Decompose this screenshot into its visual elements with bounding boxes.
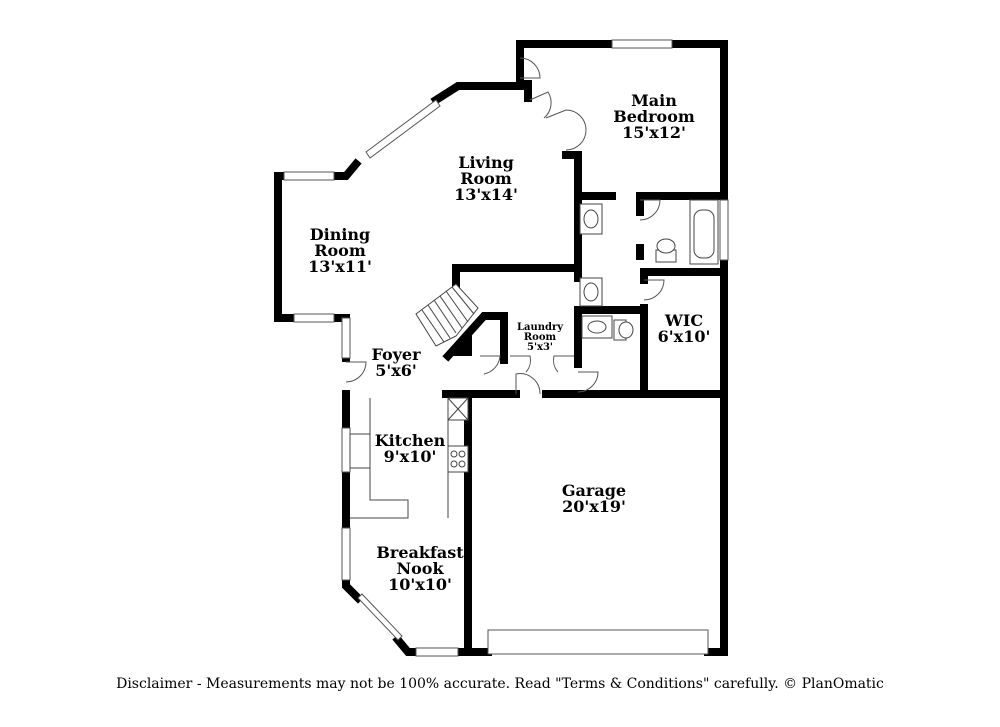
kitchen-size: 9'x10'	[384, 447, 437, 466]
garage-label: Garage	[562, 481, 626, 500]
living-room-label-2: Room	[460, 169, 512, 188]
staircase	[415, 283, 479, 356]
disclaimer-text: Disclaimer - Measurements may not be 100…	[116, 676, 884, 692]
kitchen-label: Kitchen	[375, 431, 446, 450]
living-room-size: 13'x14'	[454, 185, 518, 204]
main-bedroom-label-2: Bedroom	[613, 107, 695, 126]
walls	[274, 40, 728, 656]
foyer-size: 5'x6'	[375, 361, 417, 380]
living-room-label: Living	[458, 153, 514, 172]
floor-plan: Main Bedroom 15'x12' Living Room 13'x14'…	[274, 39, 729, 657]
dining-room-label-2: Room	[314, 241, 366, 260]
breakfast-nook-label-2: Nook	[396, 559, 444, 578]
dining-room-size: 13'x11'	[308, 257, 372, 276]
laundry-room-size: 5'x3'	[527, 342, 553, 353]
room-labels: Main Bedroom 15'x12' Living Room 13'x14'…	[308, 91, 710, 594]
wic-label: WIC	[664, 311, 703, 330]
windows	[283, 39, 729, 657]
foyer-label: Foyer	[371, 345, 421, 364]
garage-size: 20'x19'	[562, 497, 626, 516]
laundry-room-label-2: Room	[524, 332, 557, 343]
wic-size: 6'x10'	[658, 327, 711, 346]
breakfast-nook-size: 10'x10'	[388, 575, 452, 594]
doors	[345, 57, 665, 395]
dining-room-label: Dining	[310, 225, 370, 244]
breakfast-nook-label: Breakfast	[376, 543, 464, 562]
laundry-room-label: Laundry	[517, 322, 564, 333]
main-bedroom-label: Main	[631, 91, 677, 110]
main-bedroom-size: 15'x12'	[622, 123, 686, 142]
fixtures	[349, 199, 719, 519]
